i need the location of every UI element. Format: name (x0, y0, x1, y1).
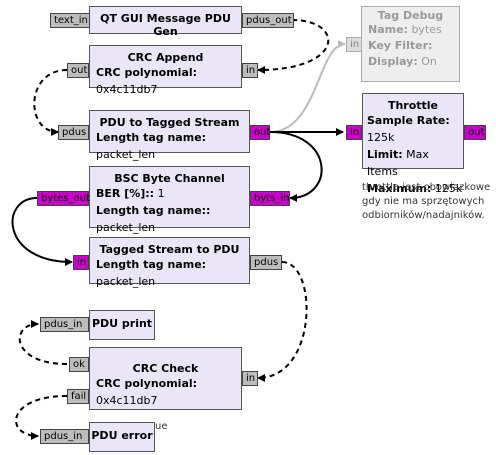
port-throttle-in[interactable]: in (346, 125, 362, 140)
param-key-filter: Key Filter: (368, 39, 433, 52)
param-display: Display: On (368, 55, 437, 68)
port-pdu-error-in[interactable]: pdus_in (40, 429, 89, 444)
block-title: PDU error (91, 429, 153, 442)
param-limit: Limit: Max Items (367, 148, 429, 178)
block-bsc-byte-channel[interactable]: BSC Byte Channel BER [%]:: 1 Length tag … (89, 166, 250, 234)
port-text-in[interactable]: text_in (50, 13, 90, 28)
wire-crc-append-to-pdu-to-tagged (33, 69, 68, 136)
param-maximum: Maximum: 125k (367, 182, 463, 195)
wire-bsc-to-tagged-to-pdu (11, 197, 73, 266)
note-line: gdy nie ma sprzętowych (362, 196, 485, 207)
throttle-note: throttle jest obowiązkowe gdy nie ma spr… (362, 181, 494, 223)
block-pdu-to-tagged-stream[interactable]: PDU to Tagged Stream Length tag name: pa… (89, 110, 250, 161)
port-crc-check-ok[interactable]: ok (69, 357, 89, 372)
clipped-text: ue (155, 421, 168, 432)
block-title: Tagged Stream to PDU (99, 243, 240, 256)
port-bytes-out[interactable]: bytes_out (37, 191, 90, 206)
param-name: Name: bytes (368, 23, 442, 36)
port-tagged-to-pdu-in[interactable]: in (73, 255, 89, 270)
block-title: PDU to Tagged Stream (99, 116, 240, 129)
block-params: Length tag name: packet_len (90, 129, 249, 163)
port-crc-append-out[interactable]: out (67, 63, 89, 78)
wire-pdu-to-tagged-to-tag-debug (269, 40, 346, 133)
block-title: Throttle (387, 99, 439, 112)
block-title: QT GUI Message PDU Gen (100, 12, 231, 38)
port-crc-check-fail[interactable]: fail (67, 389, 89, 404)
port-byts-in[interactable]: byts_in (250, 191, 290, 206)
block-title: BSC Byte Channel (114, 172, 225, 185)
block-params: Length tag name: packet_len (90, 256, 249, 290)
wire-crc-check-fail-to-pdu-error (15, 395, 68, 440)
block-crc-append[interactable]: CRC Append CRC polynomial: 0x4c11db7 (89, 45, 242, 96)
port-tag-debug-in[interactable]: in (346, 37, 362, 52)
port-pdus-out[interactable]: pdus_out (242, 13, 294, 28)
wire-crc-check-ok-to-pdu-print (18, 320, 68, 365)
port-pdu-to-tagged-out[interactable]: out (250, 125, 270, 140)
port-pdu-print-in[interactable]: pdus_in (40, 317, 89, 332)
port-pdus-in[interactable]: pdus (58, 125, 89, 140)
block-title: CRC Check (132, 362, 199, 375)
block-pdu-print[interactable]: PDU print (89, 310, 155, 340)
port-throttle-out[interactable]: out (464, 125, 486, 140)
block-params: Name: bytes Key Filter: Display: On (362, 22, 459, 70)
block-crc-check[interactable]: CRC Check CRC polynomial: 0x4c11db7 (89, 347, 242, 410)
block-message-pdu-gen[interactable]: QT GUI Message PDU Gen (89, 6, 242, 38)
block-title: PDU print (91, 317, 153, 330)
port-crc-append-in[interactable]: in (242, 63, 258, 78)
param-length-tag-name: Length tag name:: packet_len (96, 204, 211, 234)
note-line: throttle jest obowiązkowe (362, 182, 491, 193)
block-tag-debug[interactable]: Tag Debug Name: bytes Key Filter: Displa… (361, 6, 460, 82)
param-length-tag-name: Length tag name: packet_len (96, 131, 207, 161)
param-length-tag-name: Length tag name: packet_len (96, 258, 207, 288)
block-tagged-stream-to-pdu[interactable]: Tagged Stream to PDU Length tag name: pa… (89, 237, 250, 288)
block-title: Tag Debug (377, 9, 444, 22)
param-crc-polynomial: CRC polynomial: 0x4c11db7 (96, 66, 198, 96)
port-crc-check-in[interactable]: in (242, 371, 258, 386)
block-params: Sample Rate: 125k Limit: Max Items Maxim… (363, 112, 463, 197)
port-tagged-to-pdu-pdus[interactable]: pdus (250, 255, 282, 270)
wire-tagged-to-pdu-to-crc-check (257, 261, 308, 382)
wire-pdu-to-tagged-to-bsc (269, 131, 323, 202)
param-crc-polynomial: CRC polynomial: 0x4c11db7 (96, 377, 198, 407)
wire-msg-gen-to-crc-append (257, 19, 330, 74)
block-pdu-error[interactable]: PDU error (89, 422, 155, 452)
block-params: BER [%]:: 1 Length tag name:: packet_len (90, 185, 249, 236)
param-sample-rate: Sample Rate: 125k (367, 114, 450, 144)
block-params: CRC polynomial: 0x4c11db7 (90, 375, 241, 409)
note-line: odbiorników/nadajników. (362, 210, 485, 221)
block-params: CRC polynomial: 0x4c11db7 (90, 64, 241, 98)
param-ber: BER [%]:: 1 (96, 187, 165, 200)
block-throttle[interactable]: Throttle Sample Rate: 125k Limit: Max It… (362, 93, 464, 195)
block-title: CRC Append (127, 51, 204, 64)
